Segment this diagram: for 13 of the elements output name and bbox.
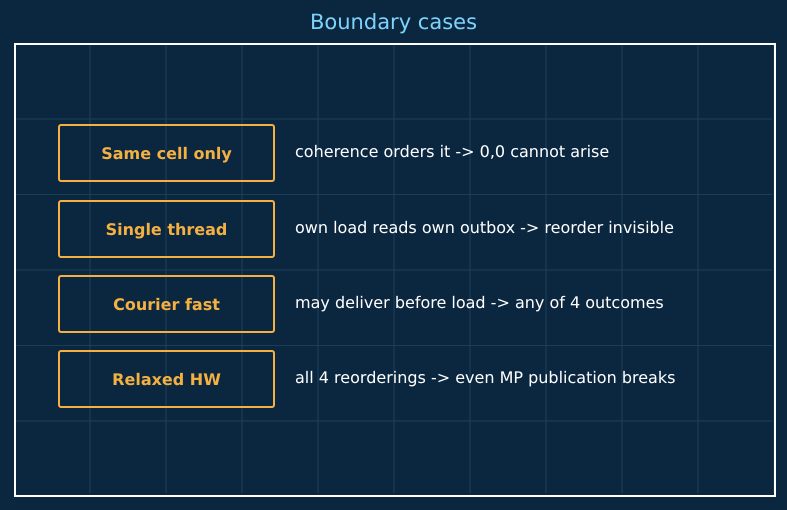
case-box (58, 275, 275, 333)
case-label: Relaxed HW (112, 370, 221, 388)
case-label: Single thread (106, 220, 228, 238)
case-box (58, 200, 275, 258)
case-box (58, 350, 275, 408)
case-label: Courier fast (113, 294, 220, 314)
case-description: coherence orders it -> 0,0 cannot arise (295, 142, 610, 161)
case-description: may deliver before load -> any of 4 outcomes (295, 293, 664, 312)
diagram-title: Boundary cases (310, 10, 478, 34)
case-box (58, 124, 275, 182)
case-description: all 4 reorderings -> even MP publication breaks (295, 368, 676, 387)
case-description: own load reads own outbox -> reorder invisible (295, 218, 674, 237)
case-label: Same cell only (101, 144, 232, 162)
